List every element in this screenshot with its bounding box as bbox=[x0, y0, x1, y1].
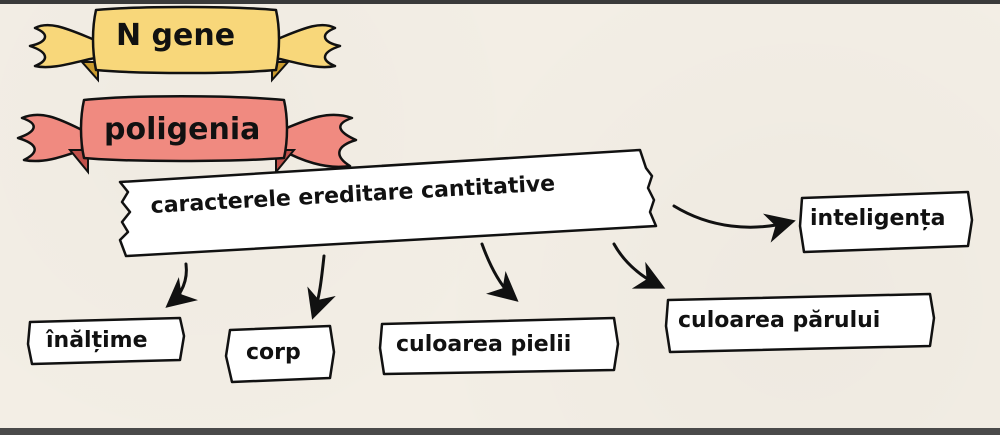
banner-poligenia bbox=[16, 95, 358, 175]
node-paper-body bbox=[224, 324, 336, 384]
banner-subtitle: poligenia bbox=[104, 112, 261, 147]
node-paper-height bbox=[26, 316, 186, 366]
node-paper-skin bbox=[378, 316, 620, 376]
window-bottom-edge bbox=[0, 428, 1000, 435]
main-node-paper bbox=[118, 148, 658, 258]
banner-n-gene bbox=[28, 5, 342, 83]
node-skin: culoarea pielii bbox=[396, 332, 572, 357]
arrow-to-intelligence bbox=[672, 204, 796, 243]
node-hair: culoarea părului bbox=[678, 308, 881, 333]
banner-title: N gene bbox=[116, 18, 236, 53]
node-paper-hair bbox=[664, 292, 936, 354]
arrow-to-body bbox=[307, 254, 336, 320]
node-intelligence: inteligența bbox=[810, 206, 946, 231]
window-top-edge bbox=[0, 0, 1000, 4]
node-body: corp bbox=[246, 340, 301, 365]
arrow-to-hair bbox=[612, 242, 666, 289]
arrow-to-height bbox=[165, 262, 199, 308]
node-paper-intelligence bbox=[798, 190, 974, 254]
arrow-to-skin bbox=[480, 242, 519, 302]
node-height: înălțime bbox=[46, 328, 148, 353]
